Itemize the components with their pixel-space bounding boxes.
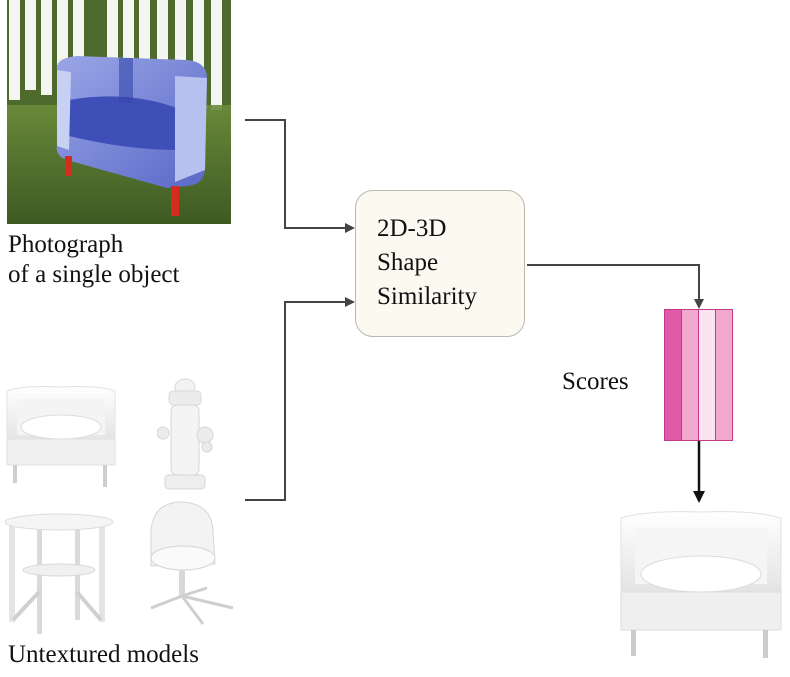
fire-hydrant-model-icon xyxy=(157,378,214,490)
box-to-scores-arrow xyxy=(527,264,704,309)
models-to-box-arrow xyxy=(245,297,355,501)
swivel-chair-model-icon xyxy=(150,501,234,625)
scores-bar xyxy=(664,309,733,441)
shape-similarity-line-3: Similarity xyxy=(377,283,477,310)
photo-caption-line-1: Photograph xyxy=(8,231,124,258)
shape-similarity-label: 2D-3D Shape Similarity xyxy=(377,212,477,314)
score-cell-4 xyxy=(715,309,733,441)
score-cell-3 xyxy=(698,309,716,441)
shape-similarity-line-2: Shape xyxy=(377,249,439,276)
photo-caption-line-2: of a single object xyxy=(8,261,180,288)
photo-to-box-arrow xyxy=(245,119,355,233)
models-caption: Untextured models xyxy=(8,641,199,668)
score-cell-2 xyxy=(681,309,699,441)
armchair-photograph xyxy=(7,0,231,224)
retrieved-armchair-model-icon xyxy=(620,511,782,658)
armchair-model-icon xyxy=(6,386,116,487)
round-table-model-icon xyxy=(4,513,114,634)
shape-similarity-box xyxy=(355,190,525,337)
photo-caption: Photograph of a single object xyxy=(8,230,179,290)
score-cell-1 xyxy=(664,309,682,441)
shape-similarity-line-1: 2D-3D xyxy=(377,215,447,242)
scores-label: Scores xyxy=(562,368,629,395)
